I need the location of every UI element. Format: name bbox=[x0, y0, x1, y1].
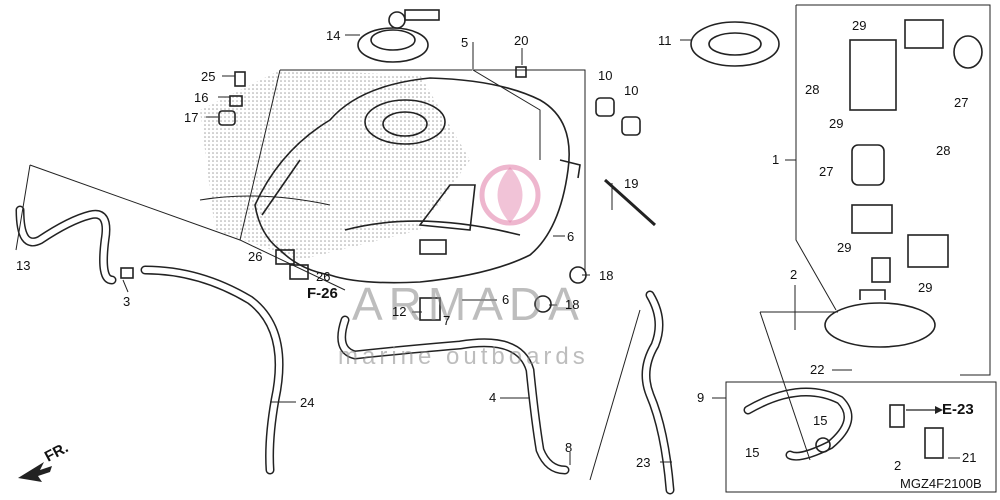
callout-20: 20 bbox=[514, 33, 528, 48]
callout-29-top: 29 bbox=[852, 18, 866, 33]
callout-12: 12 bbox=[392, 304, 406, 319]
callout-2-bottom: 2 bbox=[894, 458, 901, 473]
callout-28-left: 28 bbox=[805, 82, 819, 97]
callout-3: 3 bbox=[123, 294, 130, 309]
callout-29-mid: 29 bbox=[829, 116, 843, 131]
callout-25: 25 bbox=[201, 69, 215, 84]
hose-4 bbox=[337, 315, 570, 475]
callout-15-left: 15 bbox=[745, 445, 759, 460]
callout-15-right: 15 bbox=[813, 413, 827, 428]
watermark: ARMADA marine outboards bbox=[338, 164, 589, 370]
callout-16: 16 bbox=[194, 90, 208, 105]
callout-29-bottom: 29 bbox=[918, 280, 932, 295]
callout-labels: 1 2 2 3 4 5 6 6 7 8 9 10 10 11 12 13 14 … bbox=[16, 18, 976, 473]
callout-5: 5 bbox=[461, 35, 468, 50]
callout-17: 17 bbox=[184, 110, 198, 125]
callout-9: 9 bbox=[697, 390, 704, 405]
hose-24 bbox=[140, 265, 284, 475]
callout-14: 14 bbox=[326, 28, 340, 43]
callout-18-top: 18 bbox=[599, 268, 613, 283]
callout-10-left: 10 bbox=[598, 68, 612, 83]
callout-29-lower: 29 bbox=[837, 240, 851, 255]
callout-11: 11 bbox=[658, 33, 672, 48]
fuel-pump-frame bbox=[795, 4, 991, 376]
front-label: FR. bbox=[42, 439, 71, 465]
hose-23 bbox=[641, 290, 675, 495]
callout-26-right: 26 bbox=[316, 269, 330, 284]
callout-27-top: 27 bbox=[954, 95, 968, 110]
callout-27-bottom: 27 bbox=[819, 164, 833, 179]
ref-f26: F-26 bbox=[307, 285, 338, 302]
callout-2-top: 2 bbox=[790, 267, 797, 282]
leader-lines bbox=[15, 34, 960, 481]
callout-10-right: 10 bbox=[624, 83, 638, 98]
ref-e23: E-23 bbox=[942, 401, 974, 418]
callout-1: 1 bbox=[772, 152, 779, 167]
front-arrow-icon: FR. bbox=[18, 439, 71, 482]
gasket-ring bbox=[690, 21, 780, 67]
watermark-subtitle: marine outboards bbox=[338, 343, 589, 370]
fuel-cap bbox=[357, 9, 440, 63]
callout-28-right: 28 bbox=[936, 143, 950, 158]
fuel-tank bbox=[254, 77, 581, 284]
small-parts bbox=[120, 66, 657, 321]
diagram-code: MGZ4F2100B bbox=[900, 476, 982, 491]
tank-shadow bbox=[199, 70, 470, 260]
callout-6-bottom: 6 bbox=[502, 292, 509, 307]
callout-23: 23 bbox=[636, 455, 650, 470]
callout-18-bottom: 18 bbox=[565, 297, 579, 312]
callout-19: 19 bbox=[624, 176, 638, 191]
callout-7: 7 bbox=[443, 313, 450, 328]
callout-4: 4 bbox=[489, 390, 496, 405]
callout-6-right: 6 bbox=[567, 229, 574, 244]
hose-13 bbox=[15, 205, 117, 285]
callout-8: 8 bbox=[565, 440, 572, 455]
callout-24: 24 bbox=[300, 395, 314, 410]
callout-26-left: 26 bbox=[248, 249, 262, 264]
watermark-word: ARMADA bbox=[352, 278, 585, 330]
callout-22: 22 bbox=[810, 362, 824, 377]
callout-21: 21 bbox=[962, 450, 976, 465]
callout-13: 13 bbox=[16, 258, 30, 273]
